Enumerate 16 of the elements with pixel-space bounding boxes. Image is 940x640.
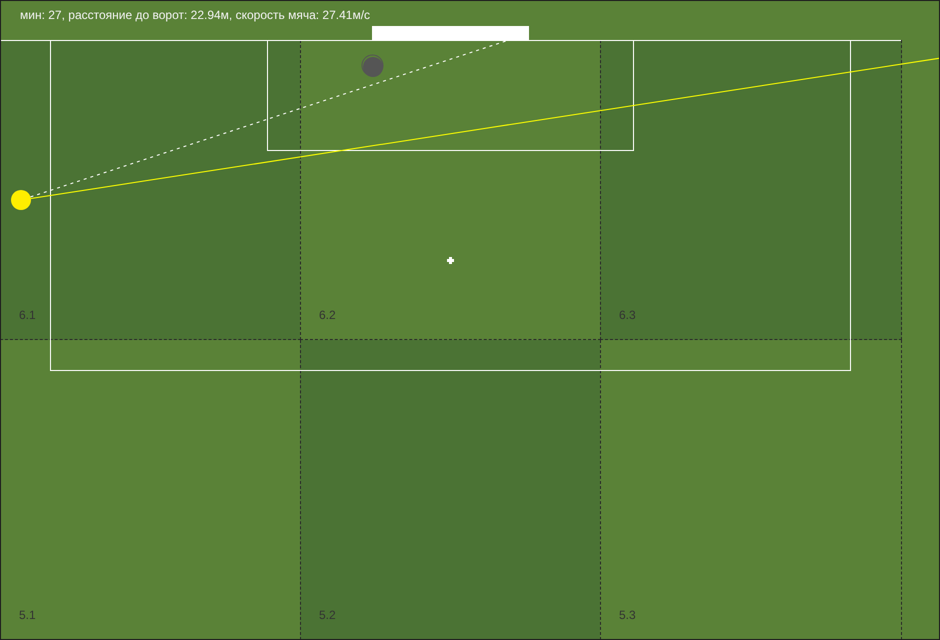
player-marker: [360, 54, 384, 78]
zone-number: 5.2: [319, 608, 336, 622]
pitch-zone: [300, 340, 601, 639]
pitch-zone: [600, 340, 902, 639]
match-stats-text: мин: 27, расстояние до ворот: 22.94м, скорость мяча: 27.41м/с: [20, 7, 370, 23]
zone-number: 6.2: [319, 308, 336, 322]
pitch-zone: [1, 40, 301, 340]
pitch-zone: [300, 40, 601, 340]
pitch-zone: [600, 40, 902, 340]
zone-number: 5.1: [19, 608, 36, 622]
zone-number: 5.3: [619, 608, 636, 622]
zone-number: 6.3: [619, 308, 636, 322]
trajectory-line: [30, 58, 939, 199]
player-marker: [11, 190, 32, 211]
zone-number: 6.1: [19, 308, 36, 322]
goal: [372, 26, 529, 40]
